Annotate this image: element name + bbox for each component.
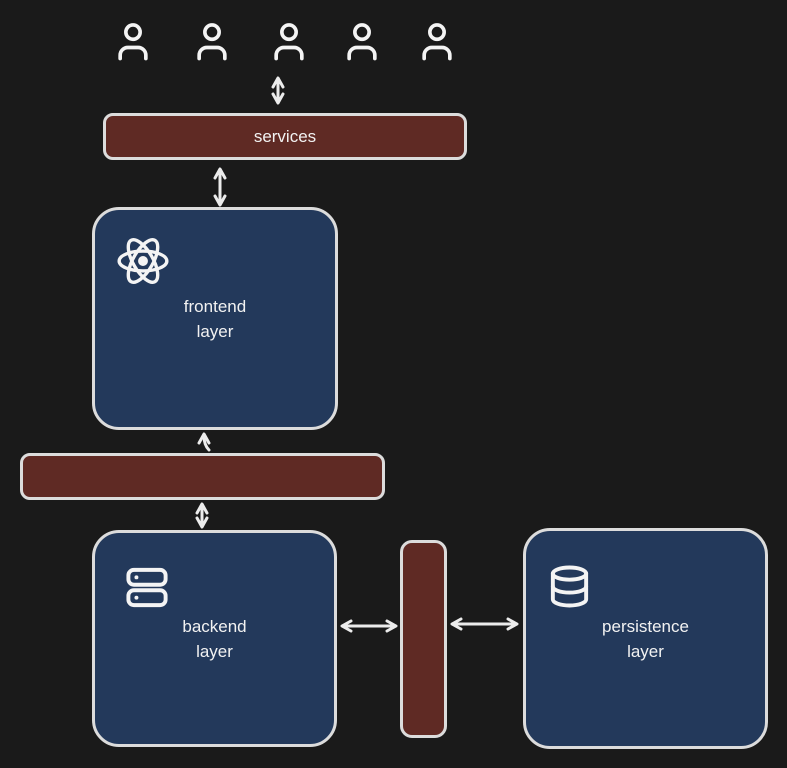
arrow-services-frontend[interactable] [213, 167, 227, 207]
database-icon [546, 561, 593, 619]
data-bar-node[interactable] [400, 540, 447, 738]
frontend-label-line2: layer [196, 321, 234, 341]
persistence-label-line1: persistence [602, 616, 689, 636]
react-icon [115, 234, 171, 295]
user-icon [340, 18, 384, 66]
backend-label-line1: backend [182, 616, 247, 636]
user-icon [415, 18, 459, 66]
services-label: services [253, 127, 317, 146]
persistence-layer-node[interactable]: persistence layer [523, 528, 768, 749]
persistence-label-line2: layer [627, 641, 664, 661]
server-icon [123, 564, 171, 618]
services-bar-node[interactable]: services [103, 113, 467, 160]
arrow-middleware-frontend[interactable] [197, 432, 211, 452]
user-icon [267, 18, 311, 66]
arrow-backend-databar[interactable] [340, 619, 398, 633]
user-icon [111, 18, 155, 66]
arrow-databar-persistence[interactable] [450, 617, 519, 631]
backend-label-line2: layer [196, 641, 233, 661]
middleware-bar-node[interactable] [20, 453, 385, 500]
frontend-label-line1: frontend [183, 296, 247, 316]
arrow-users-services[interactable] [271, 76, 285, 105]
frontend-layer-node[interactable]: frontend layer [92, 207, 338, 430]
arrow-middleware-backend[interactable] [195, 502, 209, 529]
user-icon [190, 18, 234, 66]
backend-layer-node[interactable]: backend layer [92, 530, 337, 747]
